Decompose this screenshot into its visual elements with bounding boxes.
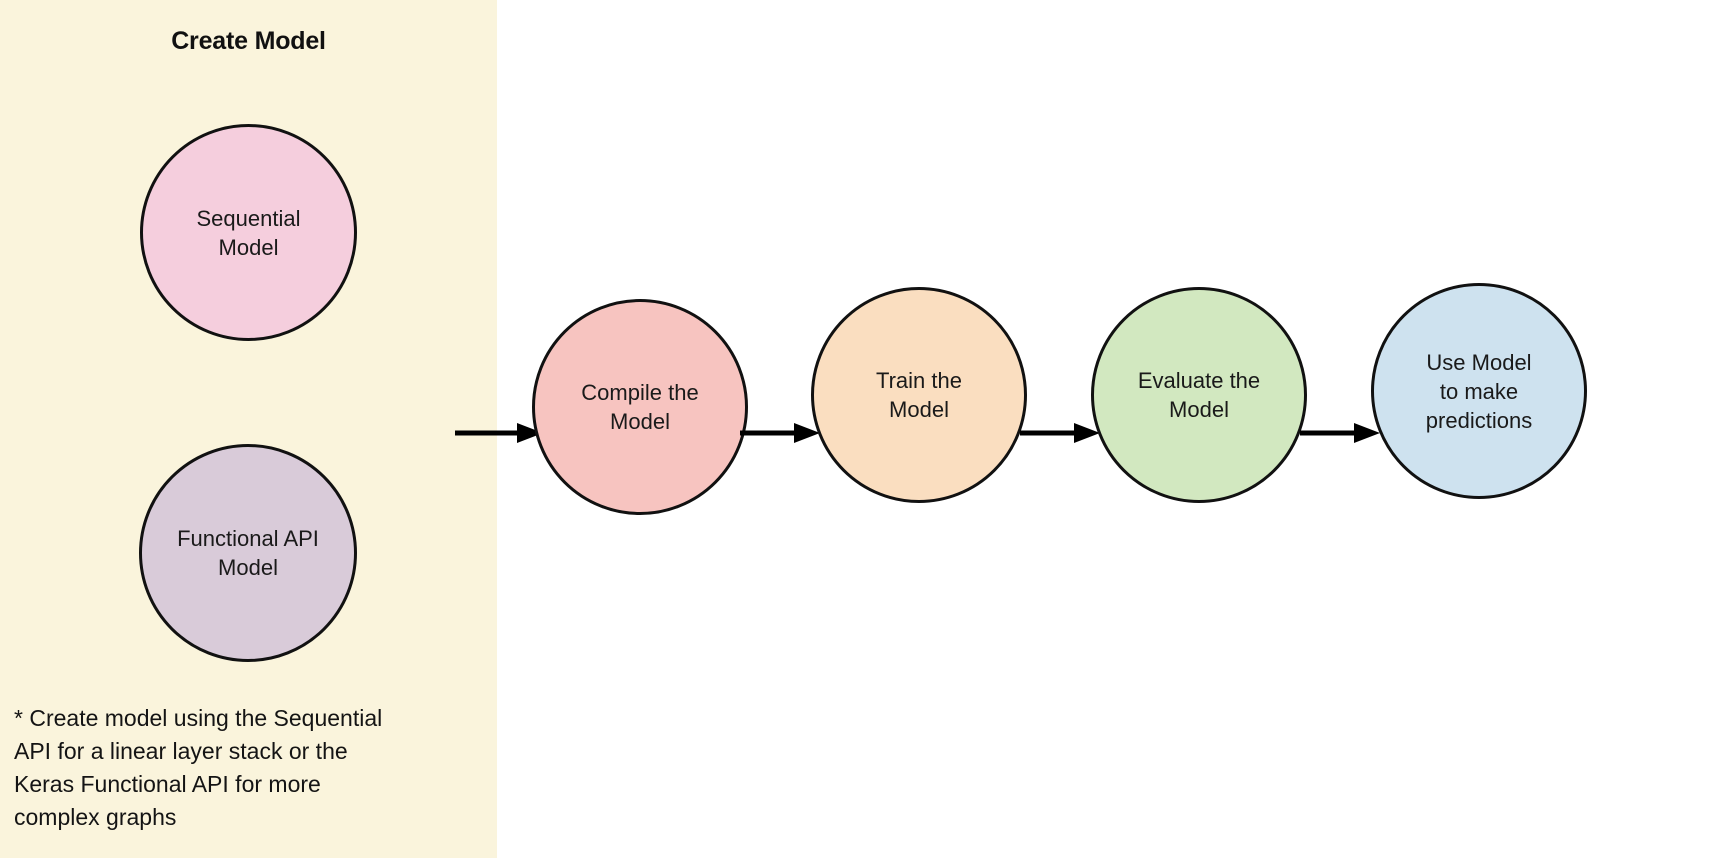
arrow-right-icon-evaluate-to-predict <box>1300 421 1380 445</box>
create-model-group-title: Create Model <box>171 27 326 55</box>
node-use-model-to-make-predictions[interactable]: Use Model to make predictions <box>1371 283 1587 499</box>
node-train-the-model[interactable]: Train the Model <box>811 287 1027 503</box>
node-evaluate-the-model[interactable]: Evaluate the Model <box>1091 287 1307 503</box>
arrow-right-icon-train-to-evaluate <box>1020 421 1100 445</box>
node-use-model-to-make-predictions-label: Use Model to make predictions <box>1425 349 1533 433</box>
node-compile-the-model[interactable]: Compile the Model <box>532 299 748 515</box>
node-functional-api-model-label: Functional API Model <box>177 526 319 580</box>
create-model-footnote: * Create model using the Sequential API … <box>14 705 383 830</box>
node-evaluate-the-model-label: Evaluate the Model <box>1137 368 1261 422</box>
node-functional-api-model[interactable]: Functional API Model <box>139 444 357 662</box>
node-sequential-model-label: Sequential Model <box>196 205 301 260</box>
arrow-right-icon-group-to-compile <box>455 421 543 445</box>
node-train-the-model-label: Train the Model <box>875 368 962 422</box>
node-compile-the-model-label: Compile the Model <box>581 380 699 434</box>
arrow-right-icon-compile-to-train <box>740 421 820 445</box>
node-sequential-model[interactable]: Sequential Model <box>140 124 357 341</box>
